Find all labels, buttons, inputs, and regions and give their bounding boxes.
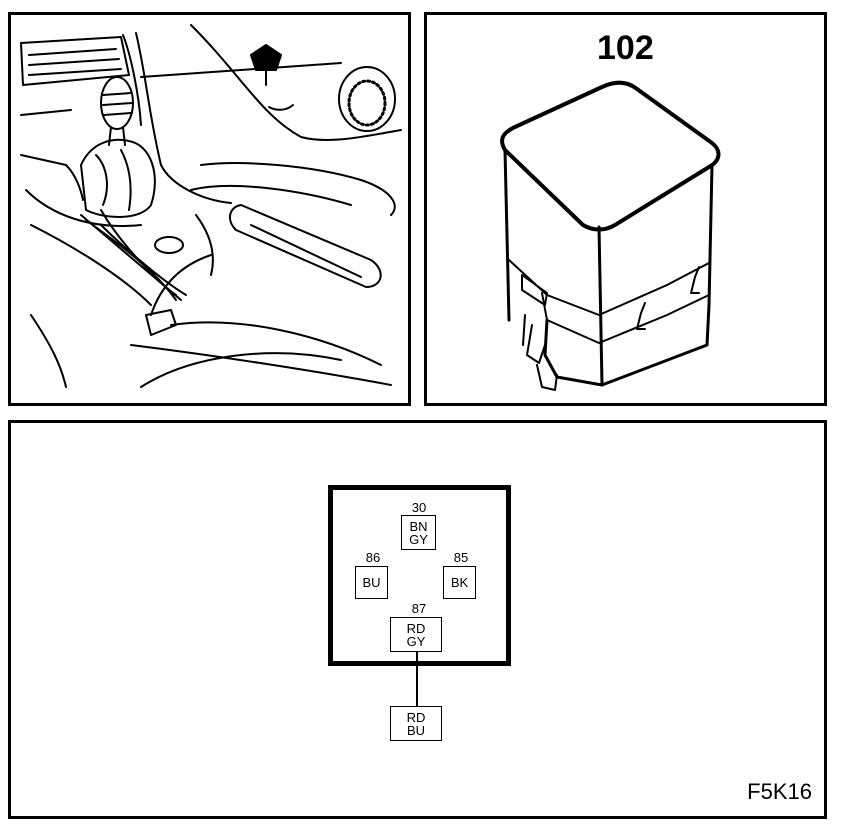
wire-color: GY bbox=[406, 633, 426, 649]
pin-number: 85 bbox=[453, 550, 469, 565]
wire-color: BN bbox=[409, 518, 428, 534]
car-interior-illustration bbox=[20, 24, 402, 388]
wire-color: RD bbox=[406, 620, 426, 636]
pin-87-terminal: RD GY bbox=[390, 617, 442, 652]
connected-wire-terminal: RD BU bbox=[390, 706, 442, 741]
wire-color: BU bbox=[362, 575, 381, 590]
relay-number-label: 102 bbox=[597, 29, 654, 67]
pin-number: 87 bbox=[411, 601, 427, 616]
pin-85-terminal: BK bbox=[443, 566, 476, 599]
relay-socket-outline bbox=[328, 485, 511, 666]
wire-color: BU bbox=[406, 722, 426, 738]
pin-30-terminal: BN GY bbox=[401, 515, 436, 550]
pin-86-terminal: BU bbox=[355, 566, 388, 599]
pin-number: 30 bbox=[411, 500, 427, 515]
relay-illustration-panel: 102 bbox=[424, 12, 827, 406]
document-code: F5K16 bbox=[747, 779, 812, 804]
wire-color: RD bbox=[406, 709, 426, 725]
relay-icon bbox=[500, 80, 721, 391]
pin-number: 86 bbox=[365, 550, 381, 565]
wire-color: BK bbox=[450, 575, 469, 590]
connecting-wire bbox=[416, 651, 418, 707]
wire-color: GY bbox=[409, 531, 428, 547]
location-illustration-panel bbox=[8, 12, 411, 406]
